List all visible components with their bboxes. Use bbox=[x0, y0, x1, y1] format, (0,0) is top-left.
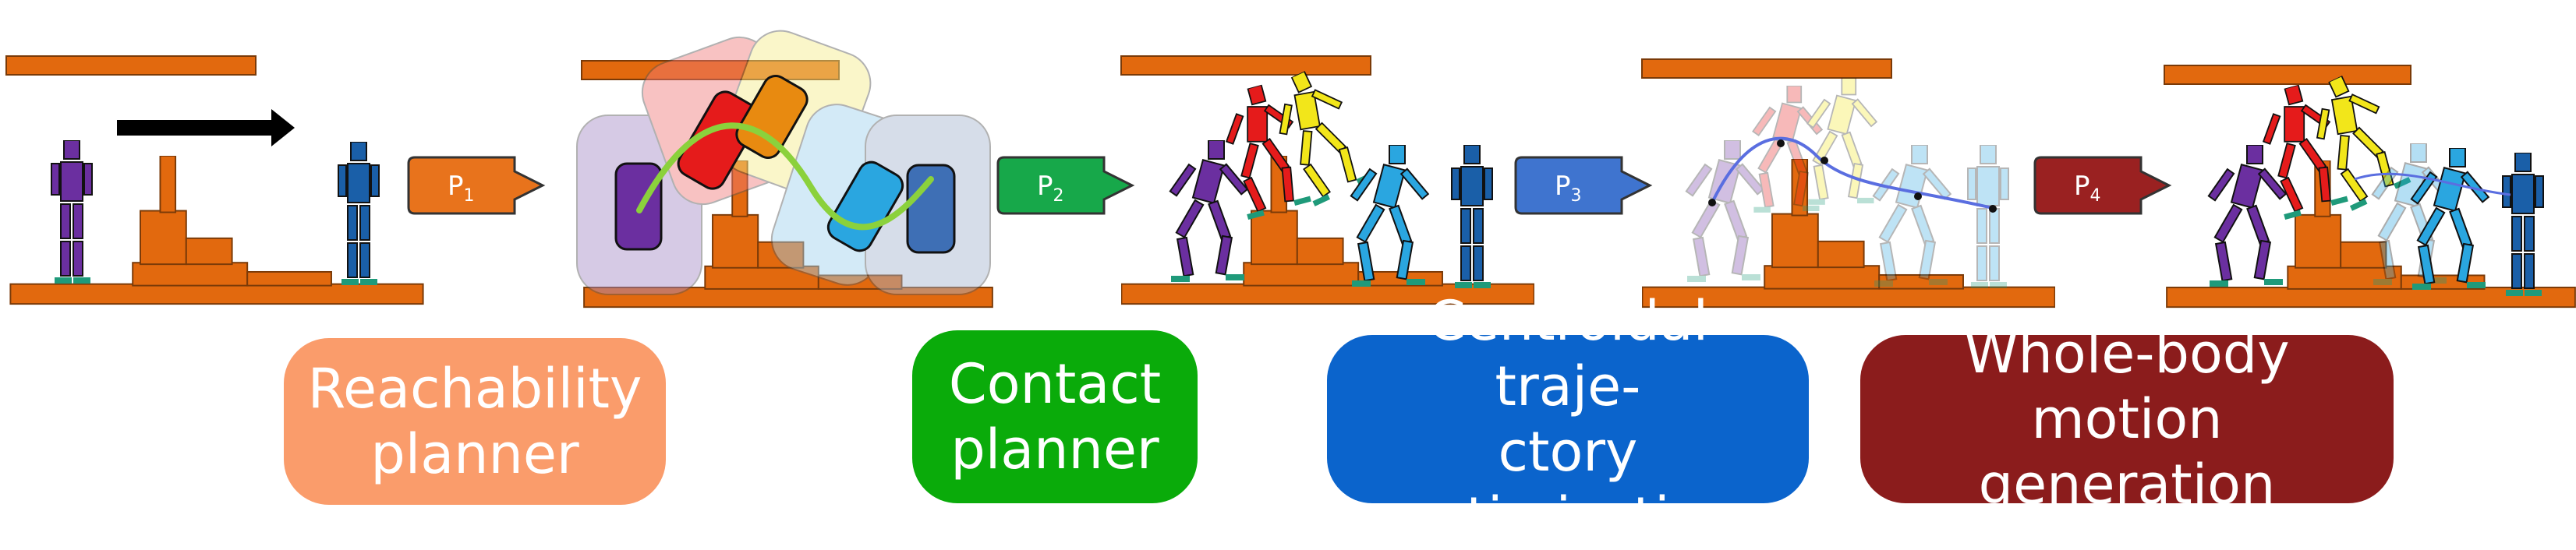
trajectory-curve-icon bbox=[1711, 136, 1997, 210]
stage-label-line: planner bbox=[950, 418, 1159, 481]
ceiling-bar bbox=[581, 60, 840, 80]
robot-figure-icon bbox=[1350, 145, 1429, 287]
robot-figure-icon bbox=[1169, 140, 1248, 283]
robot-figure-icon bbox=[2502, 153, 2544, 297]
arrow-p2: P2 bbox=[996, 156, 1134, 215]
robot-figure-icon bbox=[2207, 145, 2287, 287]
robot-figure-icon bbox=[338, 142, 380, 286]
robot-figure-icon bbox=[1752, 86, 1823, 213]
stage-label-line: motion generation bbox=[1978, 387, 2276, 517]
direction-arrow-icon bbox=[117, 109, 295, 146]
arrow-p4-label: P4 bbox=[2074, 171, 2101, 206]
stage-label-line: ctory optimization bbox=[1398, 420, 1738, 549]
ceiling-bar bbox=[1120, 55, 1371, 76]
robot-figure-icon bbox=[1685, 140, 1764, 283]
robot-figure-icon bbox=[51, 140, 93, 284]
stage-label-whole-body-motion-generation: Whole-body motion generation bbox=[1860, 322, 2394, 517]
arrow-p3: P3 bbox=[1514, 156, 1651, 215]
ceiling-bar bbox=[2164, 65, 2411, 85]
stage-label-contact-planner: Contact planner bbox=[912, 330, 1198, 503]
arrow-p4: P4 bbox=[2033, 156, 2171, 215]
trajectory-curve-icon bbox=[636, 122, 934, 231]
ceiling-bar bbox=[5, 55, 257, 76]
ceiling-bar bbox=[1641, 58, 1892, 79]
robot-figure-icon bbox=[1806, 78, 1877, 206]
arrow-p2-label: P2 bbox=[1037, 171, 1064, 206]
panel-initial bbox=[5, 55, 424, 305]
panel-contact bbox=[1120, 55, 1534, 305]
stage-label-line: Centroidal traje- bbox=[1427, 289, 1709, 418]
stage-label-reachability-planner: Reachability planner bbox=[284, 338, 666, 505]
robot-figure-icon bbox=[1967, 145, 2009, 289]
stage-label-line: Reachability bbox=[307, 357, 642, 421]
stage-label-centroidal-trajectory-optimization: Centroidal traje- ctory optimization bbox=[1327, 289, 1809, 549]
panel-centroidal bbox=[1641, 58, 2055, 308]
stage-label-line: Whole-body bbox=[1964, 322, 2290, 386]
stage-label-line: Contact bbox=[948, 352, 1162, 416]
arrow-p1: P1 bbox=[407, 156, 544, 215]
robot-figure-icon bbox=[1451, 145, 1493, 289]
robot-figure-icon bbox=[1872, 145, 1951, 287]
arrow-p3-label: P3 bbox=[1555, 171, 1582, 206]
panel-whole-body bbox=[2164, 65, 2576, 308]
stage-label-line: planner bbox=[370, 422, 579, 486]
pipeline-illustration: P1 P2 P3 bbox=[5, 30, 2576, 308]
panel-reachability bbox=[576, 30, 993, 308]
arrow-p1-label: P1 bbox=[448, 171, 475, 206]
